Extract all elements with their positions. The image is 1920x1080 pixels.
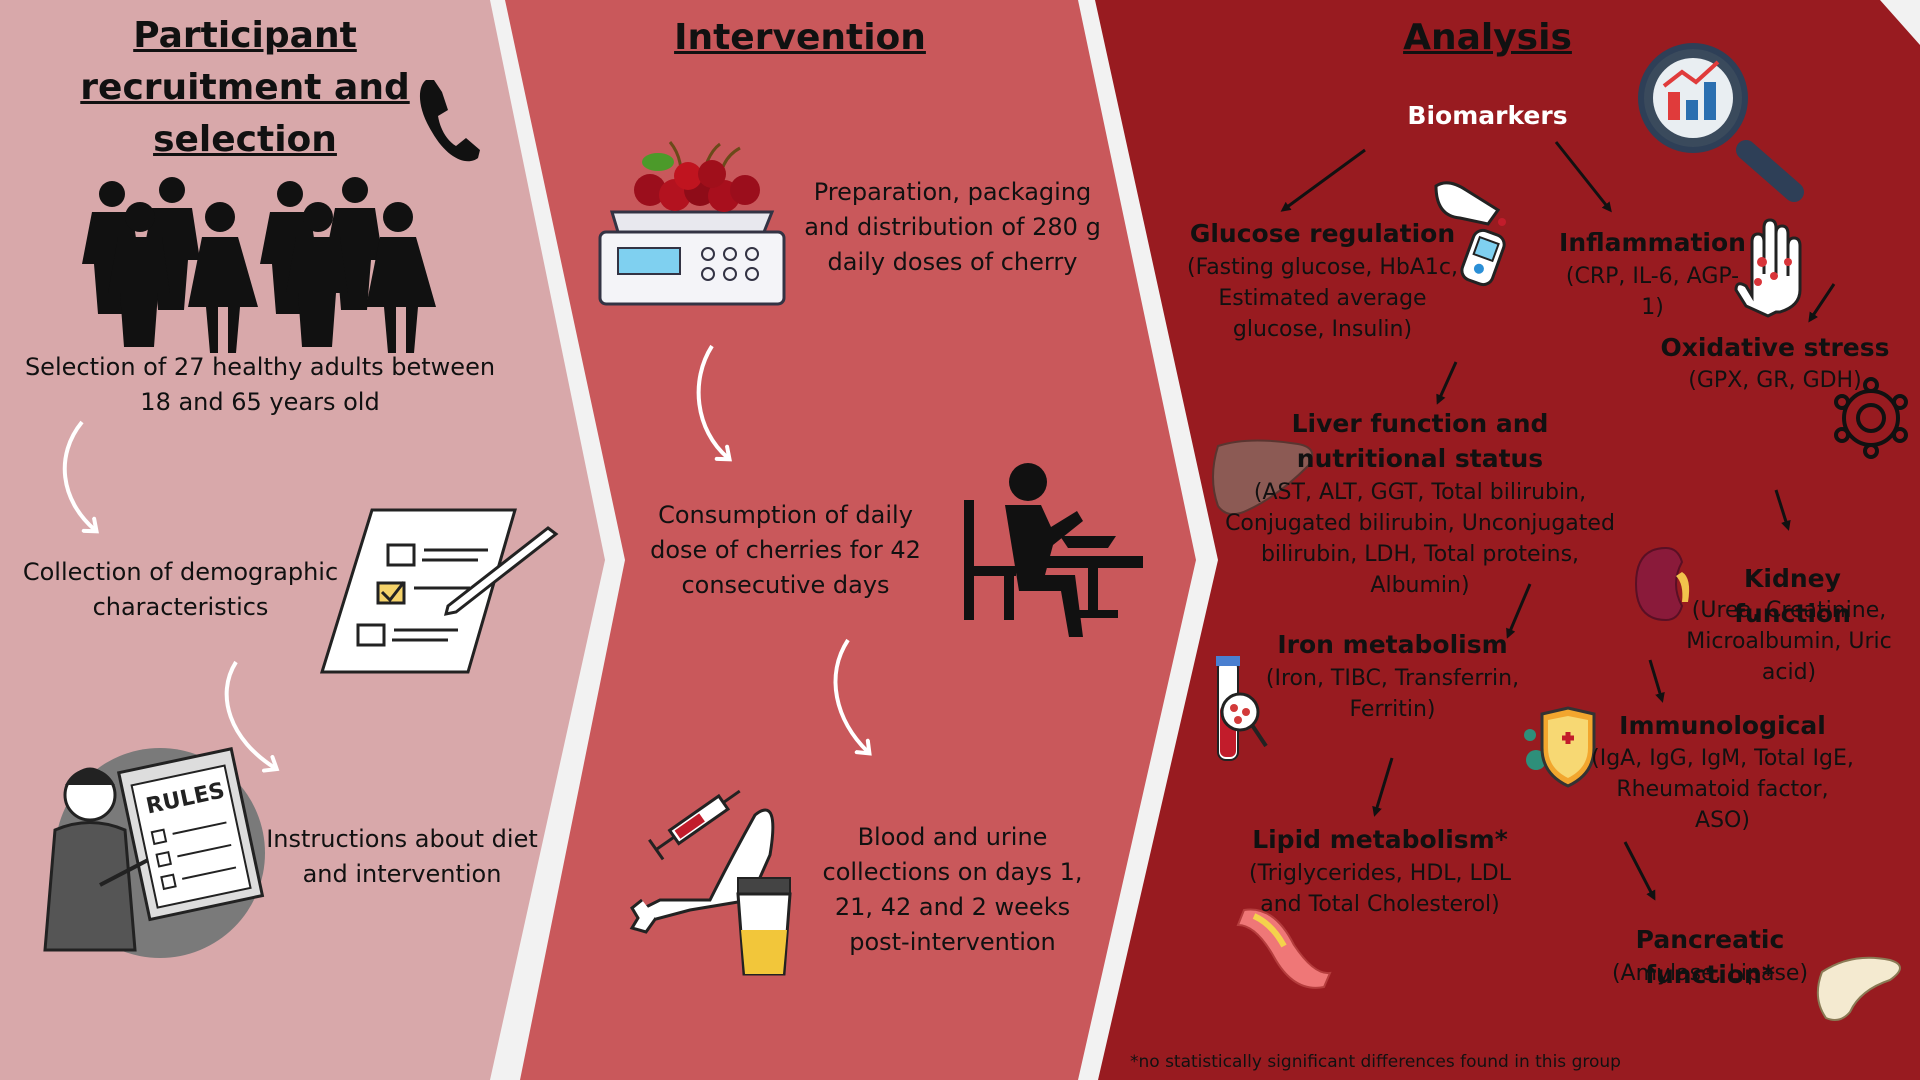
oxidative-detail: (GPX, GR, GDH) bbox=[1688, 368, 1862, 393]
lipid-title: Lipid metabolism* bbox=[1252, 825, 1508, 854]
kidney-detail: (Urea, Creatinine, Microalbumin, Uric ac… bbox=[1686, 598, 1892, 685]
checklist-icon bbox=[319, 508, 559, 674]
eating-person-icon bbox=[964, 463, 1143, 637]
arrow-lipid bbox=[1372, 757, 1394, 817]
oxidative-title: Oxidative stress bbox=[1660, 333, 1890, 362]
intervention-title: Intervention bbox=[674, 17, 926, 58]
molecule-icon bbox=[1834, 377, 1908, 459]
arrow-glucose bbox=[1280, 148, 1366, 212]
glucometer-icon bbox=[1434, 181, 1506, 287]
iron-title: Iron metabolism bbox=[1277, 630, 1508, 659]
immunological-title: Immunological bbox=[1619, 711, 1826, 740]
intervention-step-3: Blood and urine collections on days 1, 2… bbox=[822, 823, 1083, 956]
footnote: *no statistically significant difference… bbox=[1130, 1052, 1621, 1072]
kidney-title: Kidney function bbox=[1734, 564, 1851, 628]
blood-urine-icon bbox=[629, 789, 792, 976]
arrow-iron bbox=[1506, 583, 1532, 639]
artery-icon bbox=[1236, 908, 1332, 989]
immunological-detail: (IgA, IgG, IgM, Total IgE, Rheumatoid fa… bbox=[1591, 746, 1854, 833]
recruitment-step-1: Selection of 27 healthy adults between 1… bbox=[24, 353, 496, 416]
inflammation-title: Inflammation bbox=[1559, 228, 1746, 257]
arrow-liver bbox=[1436, 361, 1458, 405]
magnifier-chart-icon bbox=[1638, 43, 1804, 202]
arrow-oxidative bbox=[1808, 283, 1836, 323]
recruitment-step-3: Instructions about diet and intervention bbox=[266, 825, 538, 888]
blood-tube-icon bbox=[1216, 656, 1268, 761]
inflammation-detail: (CRP, IL-6, AGP-1) bbox=[1565, 264, 1740, 320]
lipid-detail: (Triglycerides, HDL, LDL and Total Chole… bbox=[1249, 861, 1511, 917]
arrow-immunological bbox=[1648, 659, 1665, 703]
glucose-detail: (Fasting glucose, HbA1c, Estimated avera… bbox=[1186, 255, 1458, 342]
flow-arrow-1 bbox=[62, 420, 99, 534]
intervention-step-1: Preparation, packaging and distribution … bbox=[804, 178, 1101, 276]
phone-icon bbox=[419, 80, 480, 162]
pancreas-icon bbox=[1816, 956, 1901, 1021]
biomarkers-label: Biomarkers bbox=[1407, 101, 1568, 130]
flow-arrow-3 bbox=[696, 344, 732, 462]
people-group-icon bbox=[82, 177, 436, 353]
arrow-kidney bbox=[1774, 489, 1791, 531]
iron-detail: (Iron, TIBC, Transferrin, Ferritin) bbox=[1265, 666, 1520, 722]
inflamed-hand-icon bbox=[1734, 218, 1802, 318]
analysis-title: Analysis bbox=[1403, 17, 1572, 58]
pancreatic-title: Pancreatic function* bbox=[1635, 925, 1785, 989]
arrow-inflammation bbox=[1554, 141, 1612, 213]
arrow-pancreatic bbox=[1623, 841, 1656, 901]
rules-person-icon: RULES bbox=[43, 747, 265, 958]
liver-icon bbox=[1212, 439, 1314, 516]
panel-analysis bbox=[1095, 0, 1920, 1080]
cherry-scale-icon bbox=[598, 141, 786, 306]
pancreatic-detail: (Amylase, Lipase) bbox=[1611, 961, 1809, 986]
kidney-icon bbox=[1634, 546, 1690, 622]
flow-arrow-4 bbox=[833, 638, 872, 756]
recruitment-step-2: Collection of demographic characteristic… bbox=[22, 558, 339, 621]
liver-detail: (AST, ALT, GGT, Total bilirubin, Conjuga… bbox=[1225, 480, 1615, 598]
immune-shield-icon bbox=[1524, 706, 1596, 788]
glucose-title: Glucose regulation bbox=[1189, 219, 1456, 248]
recruitment-title: Participant recruitment and selection bbox=[80, 15, 410, 160]
intervention-step-2: Consumption of daily dose of cherries fo… bbox=[650, 501, 921, 599]
liver-title: Liver function and nutritional status bbox=[1291, 409, 1549, 473]
flow-arrow-2 bbox=[224, 660, 280, 773]
